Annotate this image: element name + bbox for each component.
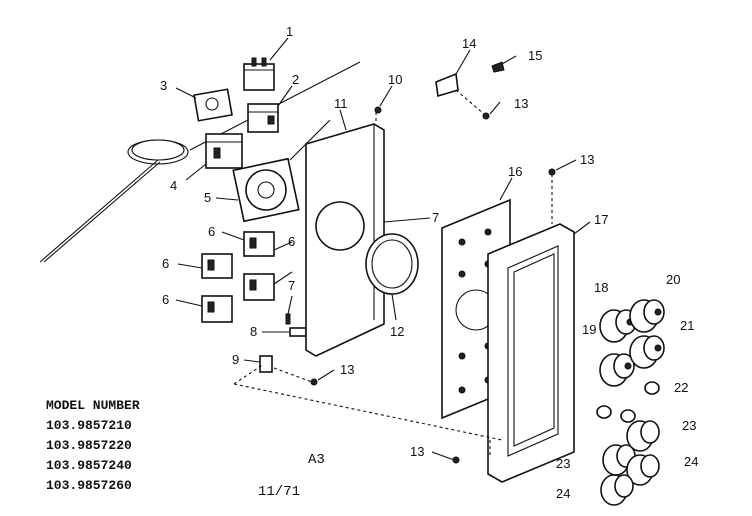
callout-6a: 6 [208, 224, 215, 239]
callout-12: 12 [390, 324, 404, 339]
callout-13d: 13 [410, 444, 424, 459]
callout-labels: 1 2 3 4 5 6 6 6 6 7 7 8 9 10 11 12 13 13… [160, 24, 698, 501]
part-4-switch [205, 133, 243, 169]
callout-18: 18 [594, 280, 608, 295]
callout-6b: 6 [288, 234, 295, 249]
part-24-knob-lower [600, 474, 634, 506]
part-6-switch-d [201, 295, 233, 323]
callout-1: 1 [286, 24, 293, 39]
callout-16: 16 [508, 164, 522, 179]
callout-22: 22 [674, 380, 688, 395]
callout-17: 17 [594, 212, 608, 227]
callout-10: 10 [388, 72, 402, 87]
callout-15: 15 [528, 48, 542, 63]
part-19-knob [599, 353, 635, 387]
model-number-heading: MODEL NUMBER [46, 398, 140, 413]
callout-7a: 7 [432, 210, 439, 225]
part-5-rotary-switch [232, 157, 300, 223]
callout-9: 9 [232, 352, 239, 367]
callout-leaders [175, 37, 591, 461]
part-7-pin [285, 313, 291, 325]
page-id: A3 [308, 452, 325, 468]
part-11-control-panel [305, 112, 385, 357]
callout-23a: 23 [682, 418, 696, 433]
model-number-3: 103.9857240 [46, 458, 132, 473]
callout-13a: 13 [514, 96, 528, 111]
callout-24b: 24 [556, 486, 570, 501]
part-3-thermostat [193, 88, 233, 122]
callout-23b: 23 [556, 456, 570, 471]
model-number-1: 103.9857210 [46, 418, 132, 433]
part-2-switch [247, 103, 279, 133]
callout-3: 3 [160, 78, 167, 93]
callout-14: 14 [462, 36, 476, 51]
callout-19: 19 [582, 322, 596, 337]
callout-24a: 24 [684, 454, 698, 469]
callout-8: 8 [250, 324, 257, 339]
callout-7b: 7 [288, 278, 295, 293]
callout-4: 4 [170, 178, 177, 193]
date-code: 11/71 [258, 484, 301, 500]
callout-21: 21 [680, 318, 694, 333]
callout-6d: 6 [162, 292, 169, 307]
callout-11: 11 [334, 96, 348, 111]
part-22-insert [596, 381, 660, 423]
part-9-clip [259, 355, 273, 373]
part-24-knob-right [626, 454, 660, 486]
part-6-switch-c [243, 273, 275, 301]
model-number-block: MODEL NUMBER 103.9857210 103.9857220 103… [46, 396, 140, 496]
part-14-bracket [435, 72, 459, 98]
part-21-knob [629, 335, 665, 369]
model-number-4: 103.9857260 [46, 478, 132, 493]
callout-20: 20 [666, 272, 680, 287]
part-1-switch [243, 57, 275, 91]
part-12-ring [365, 233, 419, 295]
callout-2: 2 [292, 72, 299, 87]
callout-6c: 6 [162, 256, 169, 271]
part-23-knob-upper [626, 420, 660, 452]
part-15-screw [491, 61, 505, 73]
part-6-switch-b [201, 253, 233, 279]
part-8-bracket [289, 327, 307, 337]
part-17-bezel-frame [487, 223, 575, 483]
callout-13b: 13 [580, 152, 594, 167]
part-20-knob [629, 299, 665, 333]
callout-5: 5 [204, 190, 211, 205]
part-6-switch-a [243, 231, 275, 257]
model-number-2: 103.9857220 [46, 438, 132, 453]
callout-13c: 13 [340, 362, 354, 377]
